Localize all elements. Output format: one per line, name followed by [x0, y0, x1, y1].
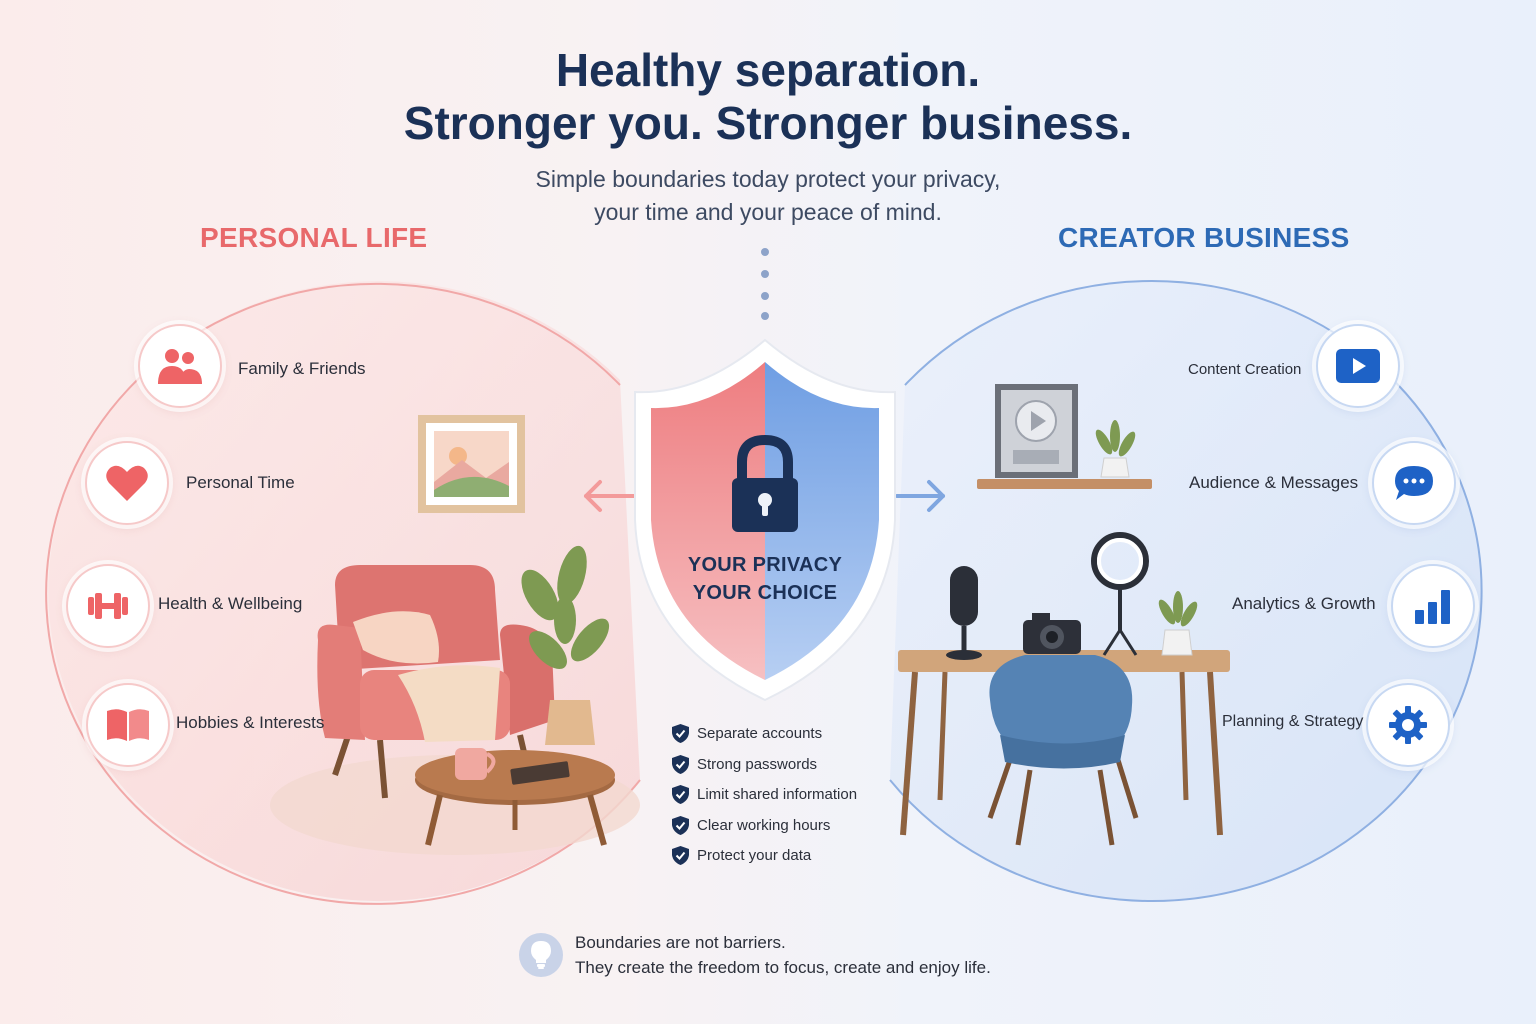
checklist-text: Strong passwords: [697, 756, 818, 773]
chat-icon: [1372, 441, 1456, 525]
checklist-text: Clear working hours: [697, 817, 831, 834]
framed-picture: [418, 415, 525, 513]
potted-plant: [521, 545, 610, 745]
lock-icon: [732, 434, 798, 532]
dumbbell-icon: [66, 564, 150, 648]
ring-light: [1091, 532, 1149, 656]
shield-line-1: YOUR PRIVACY: [687, 554, 843, 576]
page-title: Healthy separation. Stronger you. Strong…: [0, 44, 1536, 150]
page-subtitle: Simple boundaries today protect your pri…: [0, 163, 1536, 229]
family-friends-label: Family & Friends: [238, 359, 366, 378]
checklist-text: Separate accounts: [697, 725, 823, 742]
footer-line-1: Boundaries are not barriers.: [575, 933, 786, 952]
people-icon: [138, 324, 222, 408]
heart-icon: [85, 441, 169, 525]
audience-messages-label: Audience & Messages: [1189, 473, 1359, 492]
checklist-item: Clear working hours: [672, 816, 830, 835]
footer-message: Boundaries are not barriers. They create…: [575, 930, 991, 980]
hobbies-interests-label: Hobbies & Interests: [176, 713, 325, 732]
desk-plant: [1158, 591, 1198, 656]
lightbulb-icon: [519, 933, 563, 977]
creator-business-title: CREATOR BUSINESS: [1058, 222, 1350, 253]
arrow-right-icon: [895, 480, 945, 512]
title-line-2: Stronger you. Stronger business.: [403, 97, 1133, 149]
checklist-item: Strong passwords: [672, 755, 817, 774]
personal-life-title: PERSONAL LIFE: [200, 222, 428, 253]
check-shield-icon: [672, 755, 689, 774]
check-shield-icon: [672, 785, 689, 804]
subtitle-line-2: your time and your peace of mind.: [594, 199, 942, 225]
analytics-growth-label: Analytics & Growth: [1232, 594, 1376, 613]
checklist-text: Protect your data: [697, 847, 812, 864]
checklist-text: Limit shared information: [697, 786, 858, 803]
planning-strategy-label: Planning & Strategy: [1222, 713, 1364, 730]
subtitle-line-1: Simple boundaries today protect your pri…: [535, 166, 1001, 192]
health-wellbeing-label: Health & Wellbeing: [158, 594, 303, 613]
shield-line-2: YOUR CHOICE: [692, 582, 838, 604]
book-icon: [86, 683, 170, 767]
checklist-item: Limit shared information: [672, 785, 857, 804]
footer-line-2: They create the freedom to focus, create…: [575, 958, 991, 977]
microphone: [946, 566, 982, 660]
checklist-item: Separate accounts: [672, 724, 822, 743]
check-shield-icon: [672, 816, 689, 835]
arrow-left-icon: [584, 480, 636, 512]
title-line-1: Healthy separation.: [555, 44, 981, 96]
coffee-table: [415, 748, 615, 846]
gear-icon: [1366, 683, 1450, 767]
check-shield-icon: [672, 846, 689, 865]
dotted-connector: [761, 248, 769, 320]
desk-chair: [987, 655, 1139, 846]
camera: [1023, 613, 1081, 654]
check-shield-icon: [672, 724, 689, 743]
checklist-item: Protect your data: [672, 846, 811, 865]
play-icon: [1316, 324, 1400, 408]
bar-chart-icon: [1391, 564, 1475, 648]
wall-shelf: [977, 384, 1152, 489]
personal-time-label: Personal Time: [186, 473, 295, 492]
shield-caption: YOUR PRIVACY YOUR CHOICE: [640, 551, 890, 607]
content-creation-label: Content Creation: [1188, 361, 1302, 378]
